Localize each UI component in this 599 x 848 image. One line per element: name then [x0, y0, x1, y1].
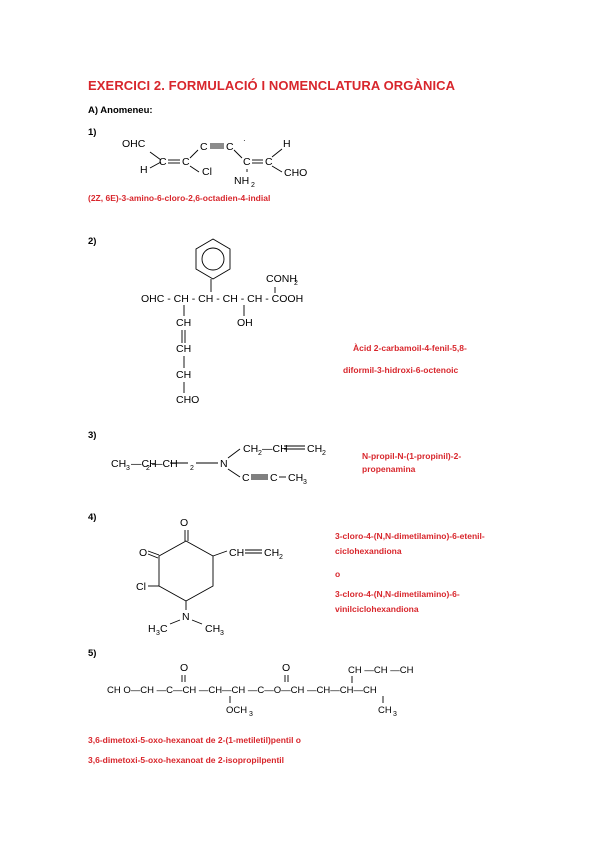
- section-subtitle: A) Anomeneu:: [88, 105, 153, 116]
- svg-text:2: 2: [146, 465, 150, 472]
- answer-4-line-4: 3-cloro-4-(N,N-dimetilamino)-6-: [335, 589, 460, 599]
- s1-label-cl: Cl: [202, 166, 212, 178]
- svg-text:2: 2: [279, 554, 283, 561]
- svg-text:3: 3: [303, 479, 307, 486]
- s4-oxo-1: O: [180, 517, 188, 529]
- answer-3-line-1: N-propil-N-(1-propinil)-2-: [362, 451, 462, 461]
- s2-conh2: CONH: [266, 273, 297, 285]
- svg-text:C: C: [270, 472, 278, 484]
- answer-2-line-1: Àcid 2-carbamoil-4-fenil-5,8-: [353, 343, 467, 353]
- s4-cl: Cl: [136, 581, 146, 593]
- s4-methyl-2: CH: [205, 623, 220, 635]
- svg-text:CH: CH: [288, 472, 303, 484]
- s2-phenyl-ring: [195, 238, 231, 280]
- svg-text:—CH: —CH: [152, 458, 178, 470]
- s4-oxo-2: O: [139, 547, 147, 559]
- s2-branch-2: CH: [176, 343, 191, 355]
- answer-4-line-3: o: [335, 569, 341, 579]
- svg-text:3: 3: [220, 630, 224, 637]
- svg-text:CH: CH: [264, 547, 279, 559]
- svg-text:—CH: —CH: [131, 458, 157, 470]
- svg-text:3: 3: [126, 465, 130, 472]
- exercise-number-3: 3): [88, 430, 97, 441]
- page-title: EXERCICI 2. FORMULACIÓ I NOMENCLATURA OR…: [88, 78, 456, 93]
- svg-text:2: 2: [258, 450, 262, 457]
- exercise-number-1: 1): [88, 127, 97, 138]
- svg-text:2: 2: [294, 280, 298, 287]
- s4-methyl-1: H: [148, 623, 156, 635]
- answer-1-line-1: (2Z, 6E)-3-amino-6-cloro-2,6-octadien-4-…: [88, 193, 271, 203]
- answer-3-line-2: propenamina: [362, 464, 416, 474]
- s4-vinyl: CH: [229, 547, 244, 559]
- s1-label-h2: H: [283, 138, 291, 150]
- answer-4-line-2: ciclohexandiona: [335, 546, 402, 556]
- s2-branch-4: CHO: [176, 394, 199, 406]
- answer-4-line-5: vinilciclohexandiona: [335, 604, 419, 614]
- answer-5-line-2: 3,6-dimetoxi-5-oxo-hexanoat de 2-isoprop…: [88, 755, 284, 765]
- s3-allyl: CH: [243, 443, 258, 455]
- svg-text:2: 2: [322, 450, 326, 457]
- s2-oh: OH: [237, 317, 253, 329]
- svg-text:C: C: [160, 623, 168, 635]
- svg-text:2: 2: [190, 465, 194, 472]
- s1-label-nh2: NH: [234, 175, 249, 187]
- s3-ch3: CH: [111, 458, 126, 470]
- svg-text:3: 3: [249, 711, 253, 718]
- s1-c3: C: [200, 141, 208, 153]
- s1-label-h: H: [140, 164, 148, 176]
- s1-c6: C: [265, 156, 273, 168]
- exercise-number-2: 2): [88, 236, 97, 247]
- svg-text:·: ·: [243, 136, 246, 145]
- s5-keto-o: O: [180, 662, 188, 674]
- svg-text:—CH: —CH: [262, 443, 288, 455]
- s5-methoxy: OCH: [226, 705, 247, 716]
- svg-text:CH: CH: [307, 443, 322, 455]
- s1-c2: C: [182, 156, 190, 168]
- s1-label-cho: CHO: [284, 167, 307, 179]
- svg-text:3: 3: [393, 711, 397, 718]
- s1-c4: C: [226, 141, 234, 153]
- exercise-number-4: 4): [88, 512, 97, 523]
- s4-n: N: [182, 611, 190, 623]
- exercise-number-5: 5): [88, 648, 97, 659]
- answer-4-line-1: 3-cloro-4-(N,N-dimetilamino)-6-etenil-: [335, 531, 485, 541]
- answer-2-line-2: diformil-3-hidroxi-6-octenoic: [343, 365, 459, 375]
- s3-n: N: [220, 458, 228, 470]
- svg-text:2: 2: [251, 182, 255, 189]
- s1-label-ohc: OHC: [122, 138, 146, 150]
- answer-5-line-1: 3,6-dimetoxi-5-oxo-hexanoat de 2-(1-meti…: [88, 735, 302, 745]
- s5-isopropyl-ch3: CH: [378, 705, 392, 716]
- svg-text:3: 3: [156, 630, 160, 637]
- s5-main-chain: CH O—CH —C—CH —CH—CH —C—O—CH —CH—CH—CH: [107, 685, 377, 696]
- s2-branch-3: CH: [176, 369, 191, 381]
- s5-ester-o: O: [282, 662, 290, 674]
- s1-c5: C: [243, 156, 251, 168]
- s5-propyl: CH —CH —CH: [348, 665, 414, 676]
- s1-c1: C: [159, 156, 167, 168]
- s2-main-chain: OHC - CH - CH - CH - CH - COOH: [141, 293, 303, 305]
- s3-alkyne-c: C: [242, 472, 250, 484]
- s2-branch-1: CH: [176, 317, 191, 329]
